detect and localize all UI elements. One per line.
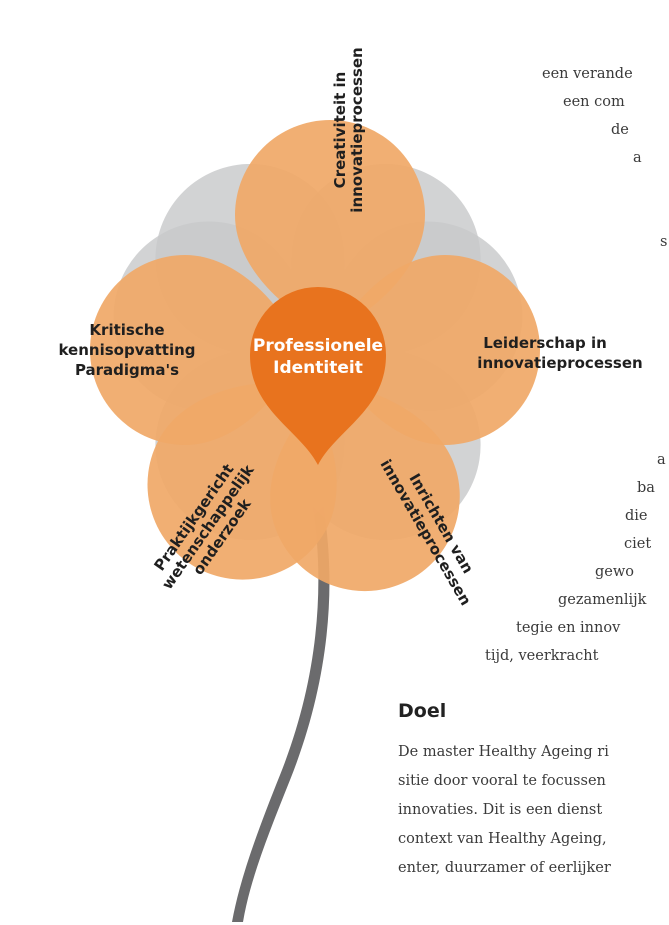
side-text-line: die (625, 508, 648, 524)
side-text-line: gewo (595, 564, 634, 580)
side-text-line: een com (563, 94, 625, 110)
side-text-bottom: a ba die ciet gewo gezamenlijk tegie en … (485, 452, 666, 664)
side-text-line: ciet (624, 536, 651, 552)
center-label-line1: Professionele (253, 336, 383, 356)
doel-line: enter, duurzamer of eerlijker (398, 860, 611, 876)
petal-left-label-line3: Paradigma's (75, 361, 179, 379)
side-text-line: gezamenlijk (558, 592, 647, 608)
doel-line: sitie door vooral te focussen (398, 773, 606, 789)
doel-line: context van Healthy Ageing, (398, 831, 607, 847)
petal-left-label-line1: Kritische (89, 321, 164, 339)
side-text-line: de (611, 122, 629, 138)
petal-right-label-line2: innovatieprocessen (477, 354, 642, 372)
doel-line: innovaties. Dit is een dienst (398, 802, 602, 818)
side-text-top: een verande een com de a s (542, 66, 667, 250)
petal-right-label-line1: Leiderschap in (483, 334, 607, 352)
side-text-line: een verande (542, 66, 633, 82)
center-label-line2: Identiteit (273, 358, 363, 378)
doel-line: De master Healthy Ageing ri (398, 744, 609, 760)
doel-heading: Doel (398, 700, 446, 722)
side-text-line: a (657, 452, 666, 468)
petal-top-label-line1: Creativiteit in (331, 72, 349, 189)
petal-left-label-line2: kennisopvatting (58, 341, 195, 359)
side-text-line: tijd, veerkracht (485, 648, 599, 664)
side-text-line: s (660, 234, 667, 250)
side-text-line: a (633, 150, 642, 166)
side-text-line: tegie en innov (516, 620, 621, 636)
center-disc (250, 287, 386, 465)
doel-body: De master Healthy Ageing ri sitie door v… (398, 744, 611, 876)
petal-top-label-line2: innovatieprocessen (348, 47, 366, 212)
side-text-line: ba (637, 480, 655, 496)
